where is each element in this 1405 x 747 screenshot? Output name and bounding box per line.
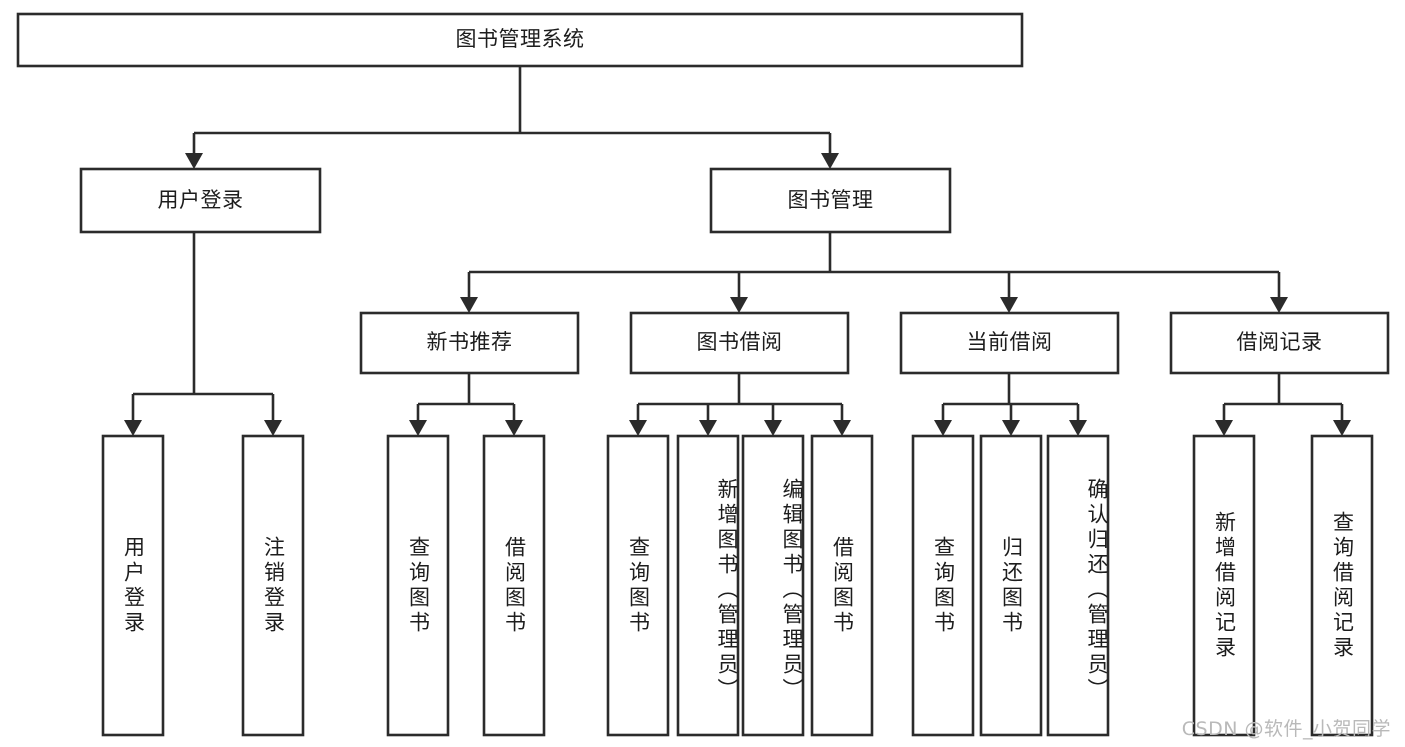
- arrowhead-user-login: [185, 153, 203, 169]
- arrowhead-cb-query-book: [934, 420, 952, 436]
- arrowhead-current-borrow: [1000, 297, 1018, 313]
- arrowhead-nbr-borrow-book: [505, 420, 523, 436]
- arrowhead-br-query-record: [1333, 420, 1351, 436]
- node-box-current-borrow[interactable]: [899, 311, 1120, 375]
- node-box-leaf-bb-query-book[interactable]: [606, 434, 670, 737]
- node-box-leaf-bb-edit-book[interactable]: [741, 434, 805, 737]
- csdn-watermark: CSDN @软件_小贺同学: [1181, 718, 1391, 740]
- arrowhead-bb-add-book: [699, 420, 717, 436]
- arrowhead-br-add-record: [1215, 420, 1233, 436]
- arrowhead-cb-confirm-return: [1069, 420, 1087, 436]
- node-box-leaf-bb-add-book[interactable]: [676, 434, 740, 737]
- arrowhead-borrow-record: [1270, 297, 1288, 313]
- node-box-leaf-cb-confirm-return[interactable]: [1046, 434, 1110, 737]
- arrowhead-book-mgmt: [821, 153, 839, 169]
- node-box-leaf-nbr-borrow-book[interactable]: [482, 434, 546, 737]
- node-box-leaf-logout[interactable]: [241, 434, 305, 737]
- node-box-book-borrow[interactable]: [629, 311, 850, 375]
- node-box-book-management[interactable]: [709, 167, 952, 234]
- arrowhead-book-borrow: [730, 297, 748, 313]
- node-box-leaf-bb-borrow-book[interactable]: [810, 434, 874, 737]
- arrowhead-new-book-rec: [460, 297, 478, 313]
- arrowhead-leaf-logout: [264, 420, 282, 436]
- node-box-leaf-user-login[interactable]: [101, 434, 165, 737]
- arrowhead-bb-edit-book: [764, 420, 782, 436]
- node-box-borrow-record[interactable]: [1169, 311, 1390, 375]
- arrowhead-bb-query-book: [629, 420, 647, 436]
- arrowhead-leaf-user-login: [124, 420, 142, 436]
- node-box-new-book-recommend[interactable]: [359, 311, 580, 375]
- node-box-root[interactable]: [16, 12, 1024, 68]
- node-box-leaf-cb-return-book[interactable]: [979, 434, 1043, 737]
- node-box-leaf-cb-query-book[interactable]: [911, 434, 975, 737]
- arrowhead-nbr-query-book: [409, 420, 427, 436]
- node-box-leaf-br-query-record[interactable]: [1310, 434, 1374, 737]
- node-box-user-login[interactable]: [79, 167, 322, 234]
- arrowhead-bb-borrow-book: [833, 420, 851, 436]
- node-box-leaf-nbr-query-book[interactable]: [386, 434, 450, 737]
- arrowhead-cb-return-book: [1002, 420, 1020, 436]
- node-box-leaf-br-add-record[interactable]: [1192, 434, 1256, 737]
